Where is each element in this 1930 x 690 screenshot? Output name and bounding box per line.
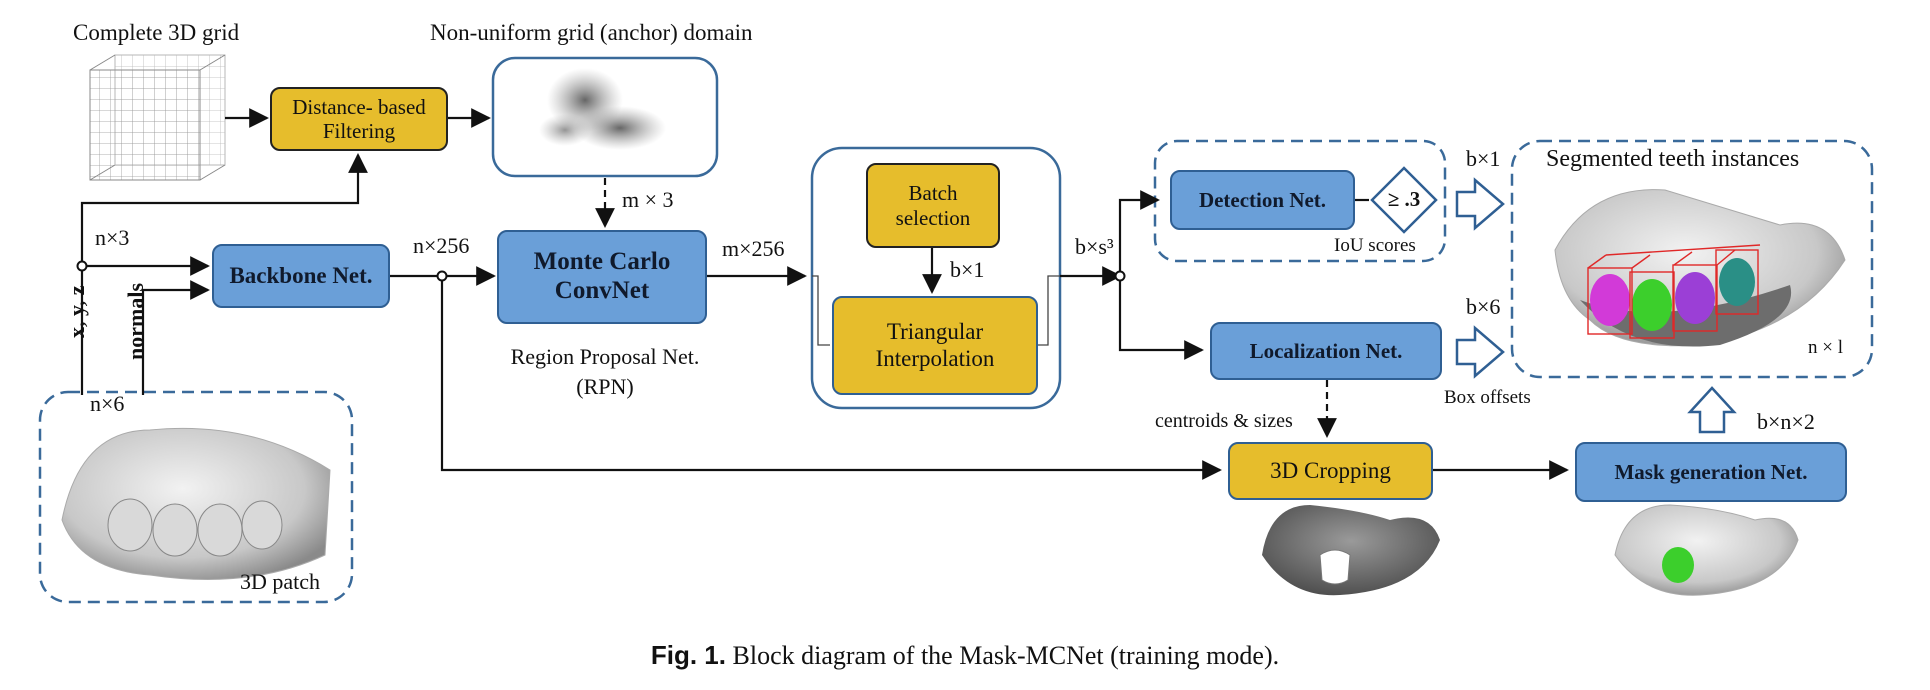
backbone-net-label: Backbone Net. bbox=[229, 262, 373, 288]
batch-selection-box: Batch selection bbox=[866, 163, 1000, 248]
mask-to-output-arrow bbox=[1687, 386, 1737, 434]
distance-filtering-label: Distance- based Filtering bbox=[292, 94, 426, 143]
detection-net-label: Detection Net. bbox=[1198, 187, 1327, 212]
complete-3d-grid-image bbox=[89, 54, 226, 181]
3d-cropping-box: 3D Cropping bbox=[1228, 442, 1433, 500]
3d-patch-label: 3D patch bbox=[240, 569, 321, 594]
segmented-teeth-frame bbox=[1510, 139, 1874, 379]
mask-teeth-image bbox=[1614, 504, 1799, 596]
localization-net-label: Localization Net. bbox=[1249, 338, 1403, 363]
cls-b1-label: b×1 bbox=[1466, 146, 1501, 171]
segmented-teeth-title: Segmented teeth instances bbox=[1546, 146, 1800, 172]
threshold-diamond bbox=[1370, 166, 1438, 234]
segmented-teeth-image bbox=[1554, 189, 1846, 347]
anchor-domain-frame bbox=[491, 56, 719, 178]
nl-label: n × l bbox=[1808, 337, 1843, 358]
caption-text: Block diagram of the Mask-MCNet (trainin… bbox=[732, 641, 1280, 670]
backbone-net-box: Backbone Net. bbox=[212, 244, 390, 308]
mask-generation-net-label: Mask generation Net. bbox=[1614, 459, 1808, 484]
bn2-label: b×n×2 bbox=[1757, 409, 1815, 434]
interpolation-group-frame bbox=[810, 146, 1062, 410]
rpn-label-line2: (RPN) bbox=[576, 374, 634, 399]
centroids-sizes-label: centroids & sizes bbox=[1155, 410, 1293, 432]
normals-label: normals bbox=[123, 283, 148, 360]
anchor-point-cloud-image bbox=[539, 68, 666, 150]
distance-filtering-box: Distance- based Filtering bbox=[270, 87, 448, 151]
figure-caption: Fig. 1. Block diagram of the Mask-MCNet … bbox=[0, 640, 1930, 671]
triangular-interpolation-label: Triangular Interpolation bbox=[875, 319, 995, 371]
caption-prefix: Fig. 1. bbox=[650, 640, 726, 670]
rpn-label-line1: Region Proposal Net. bbox=[510, 344, 700, 369]
nonuniform-grid-title: Non-uniform grid (anchor) domain bbox=[430, 20, 753, 45]
n6-label: n×6 bbox=[90, 391, 125, 416]
m256-label: m×256 bbox=[722, 236, 785, 261]
box-offsets-label: Box offsets bbox=[1444, 387, 1531, 408]
feature-junction-node bbox=[436, 270, 448, 282]
detection-to-output-arrow bbox=[1455, 177, 1505, 231]
mask-generation-net-box: Mask generation Net. bbox=[1575, 442, 1847, 502]
iou-scores-label: IoU scores bbox=[1334, 235, 1416, 256]
localization-to-output-arrow bbox=[1455, 325, 1505, 379]
cropped-teeth-image bbox=[1262, 505, 1440, 596]
threshold-label: ≥ .3 bbox=[1387, 187, 1421, 211]
xyz-label: x, y, z bbox=[64, 285, 89, 338]
m3-label: m × 3 bbox=[622, 187, 674, 212]
n256-label: n×256 bbox=[413, 233, 470, 258]
batch-selection-label: Batch selection bbox=[895, 181, 971, 230]
batch-b1-label: b×1 bbox=[950, 257, 985, 282]
monte-carlo-convnet-label: Monte Carlo ConvNet bbox=[533, 248, 671, 304]
input-junction-node bbox=[76, 260, 88, 272]
patch-teeth-image bbox=[61, 427, 331, 580]
3d-cropping-label: 3D Cropping bbox=[1270, 457, 1391, 483]
patch-frame bbox=[38, 390, 354, 604]
monte-carlo-convnet-box: Monte Carlo ConvNet bbox=[497, 230, 707, 324]
b6-label: b×6 bbox=[1466, 294, 1501, 319]
n3-label: n×3 bbox=[95, 225, 130, 250]
detection-net-box: Detection Net. bbox=[1170, 170, 1355, 230]
localization-net-box: Localization Net. bbox=[1210, 322, 1442, 380]
triangular-interpolation-box: Triangular Interpolation bbox=[832, 296, 1038, 395]
bs3-label: b×s³ bbox=[1075, 234, 1114, 259]
complete-grid-title: Complete 3D grid bbox=[73, 20, 240, 45]
output-junction-node bbox=[1114, 270, 1126, 282]
